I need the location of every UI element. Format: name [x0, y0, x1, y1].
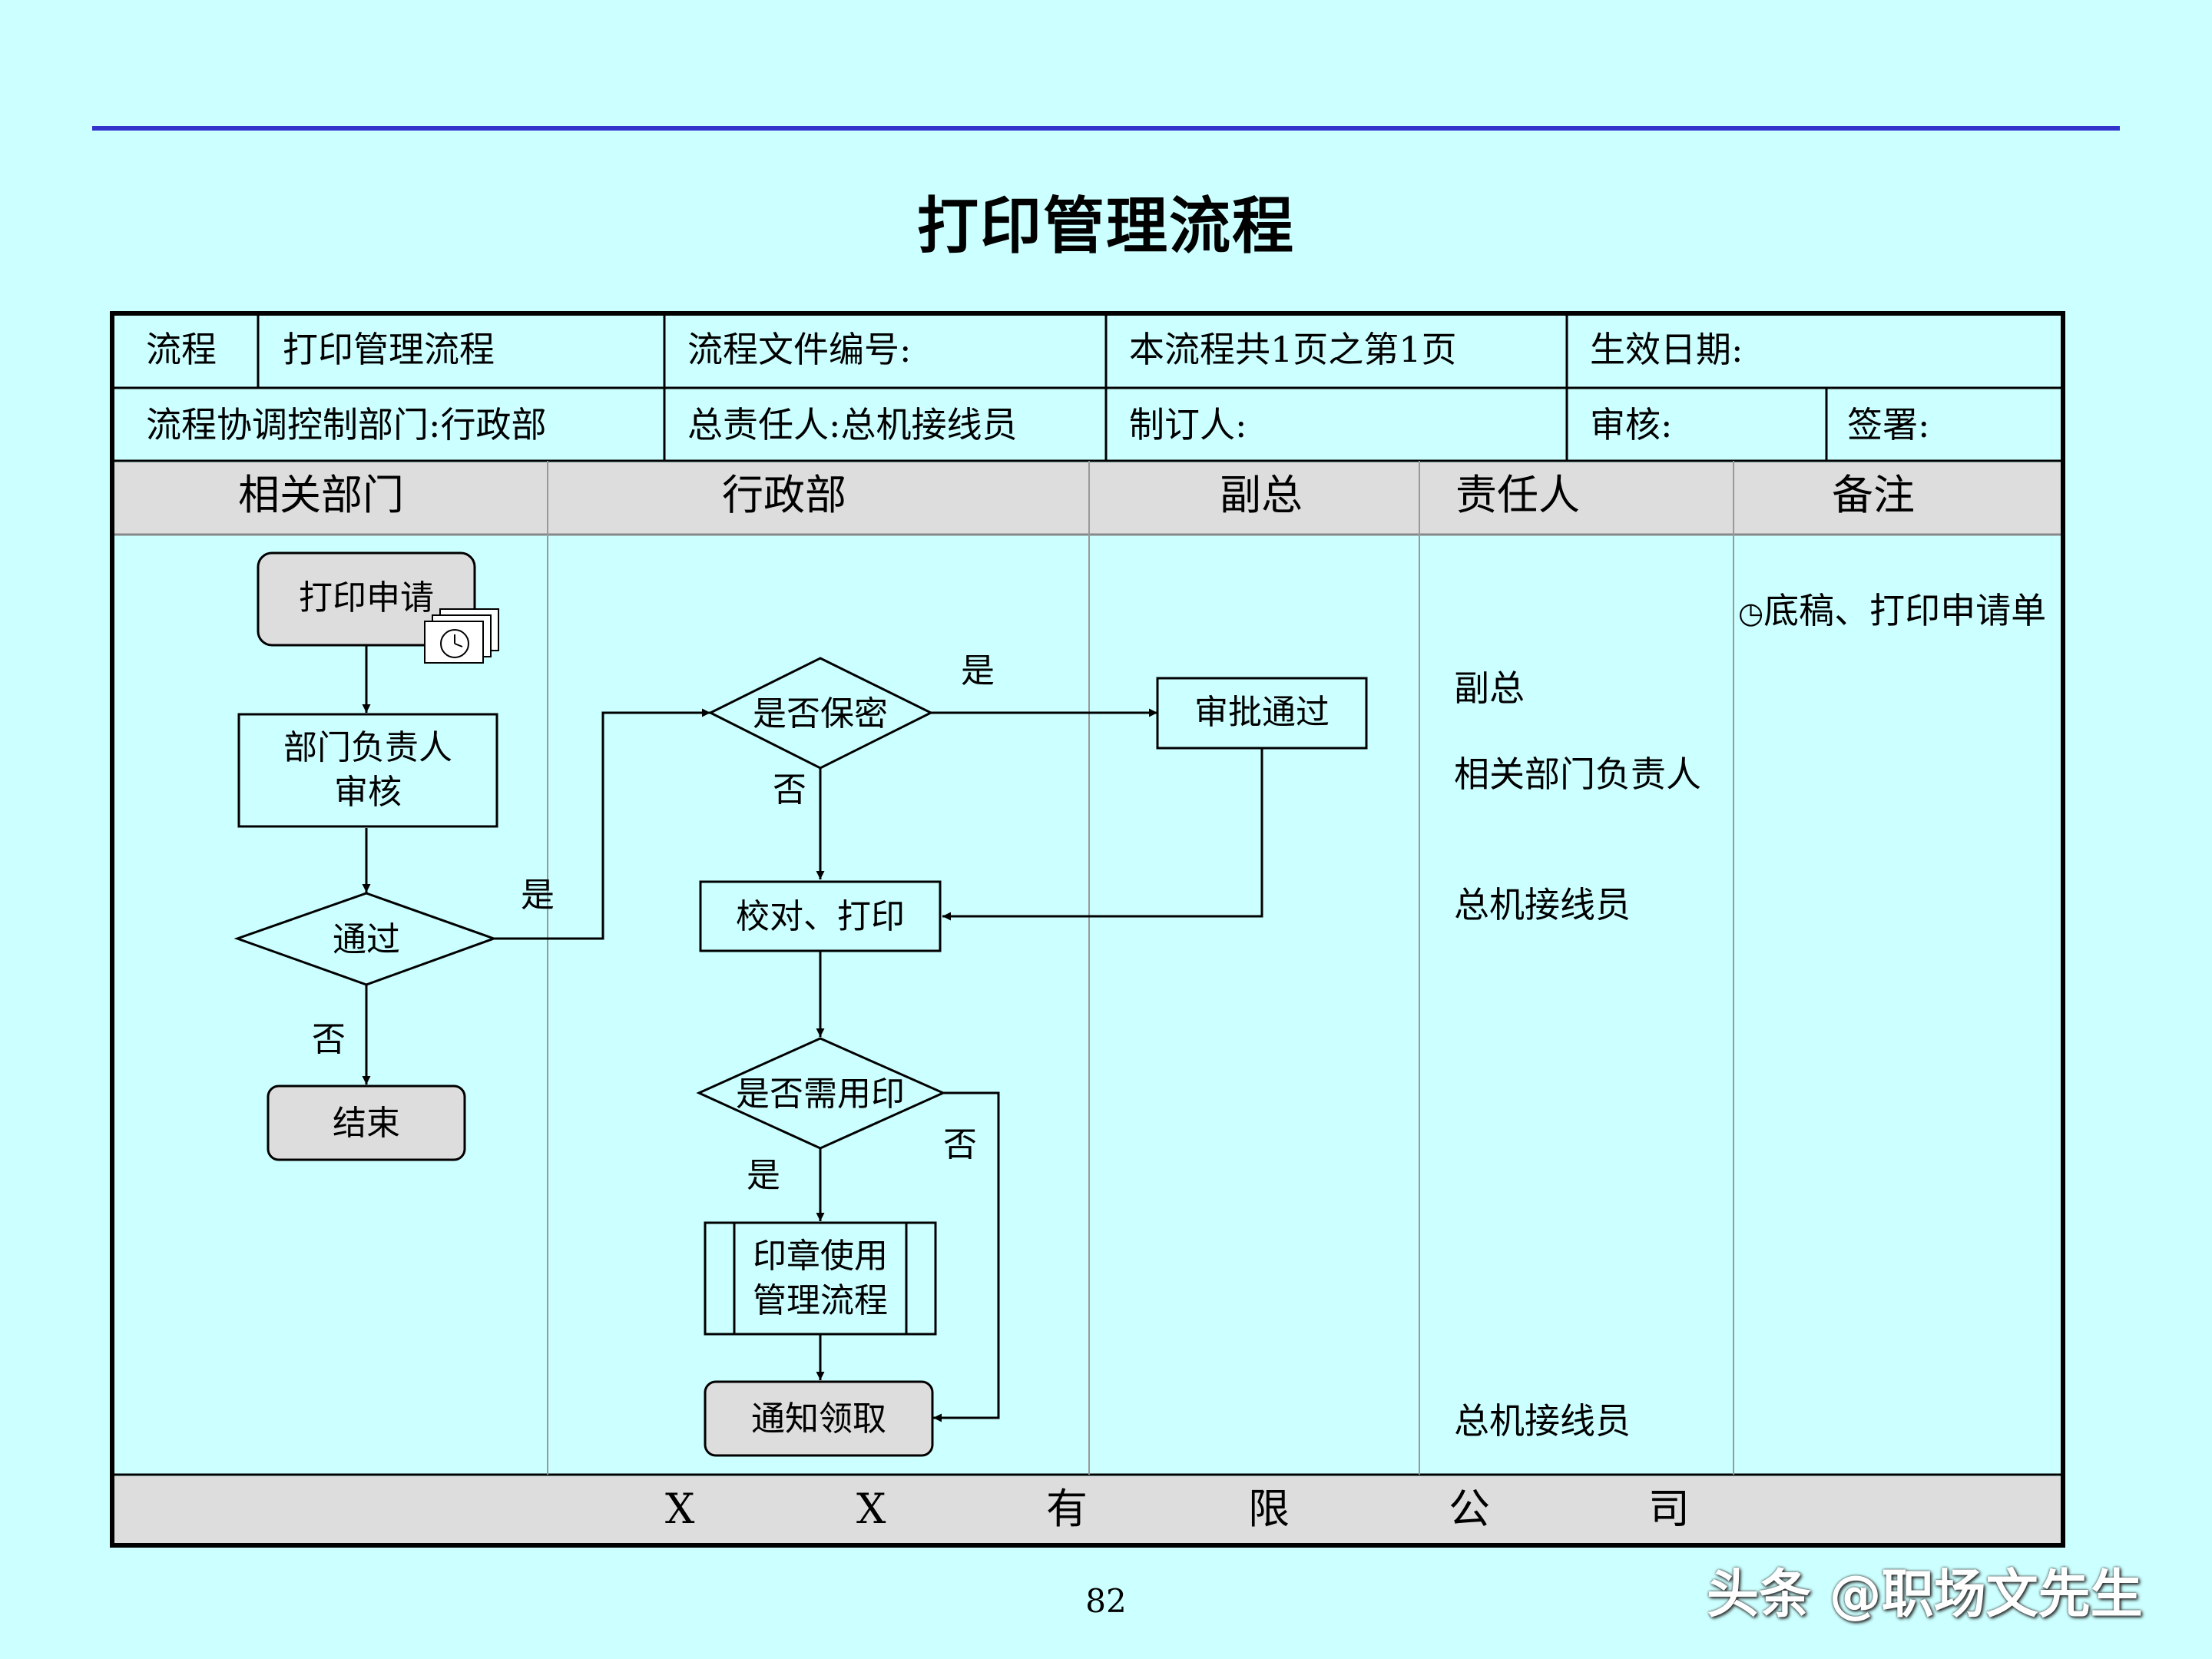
header-owner: 总责任人:总机接线员	[687, 404, 1018, 445]
header-flow-name: 打印管理流程	[283, 329, 495, 370]
footer-char-3: 有	[1046, 1485, 1088, 1533]
edge-label-seal-yes: 是	[747, 1156, 780, 1195]
lane-title-vp: 副总	[1220, 471, 1303, 519]
footer-char-2: X	[856, 1485, 886, 1533]
node-dept-review-line2: 审核	[334, 773, 402, 812]
footer-char-5: 公	[1449, 1485, 1490, 1533]
node-proof-print: 校对、打印	[699, 880, 942, 952]
footer-char-1: X	[665, 1485, 695, 1533]
header-pages: 本流程共1页之第1页	[1129, 329, 1457, 370]
header-effective-date: 生效日期:	[1590, 329, 1743, 370]
top-rule	[92, 126, 2120, 131]
edge-label-confidential-yes: 是	[961, 651, 995, 690]
node-confidential-label: 是否保密	[753, 694, 888, 733]
watermark: 头条 @职场文先生	[1707, 1565, 2143, 1625]
node-print-request-label: 打印申请	[299, 578, 434, 618]
responsible-operator-1: 总机接线员	[1454, 884, 1631, 926]
responsible-vp: 副总	[1454, 667, 1525, 709]
edge-label-seal-no: 否	[943, 1125, 977, 1164]
node-passed-label: 通过	[333, 920, 400, 959]
node-notify-pickup-label: 通知领取	[751, 1399, 886, 1439]
lane-title-responsible: 责任人	[1455, 471, 1580, 519]
node-end: 结束	[267, 1084, 466, 1161]
header-reviewer: 审核:	[1590, 404, 1673, 445]
edge-pass-to-confidential	[494, 708, 710, 940]
node-dept-review-line1: 部门负责人	[283, 728, 452, 767]
header-signer: 签署:	[1847, 404, 1930, 445]
header-author: 制订人:	[1129, 404, 1247, 445]
lane-header-bar	[114, 462, 2061, 535]
edge-label-confidential-no: 否	[773, 770, 806, 810]
footer-char-4: 限	[1248, 1485, 1290, 1533]
header-coord-dept: 流程协调控制部门:行政部	[146, 404, 547, 445]
node-notify-pickup: 通知领取	[704, 1380, 934, 1457]
footer-bar	[114, 1476, 2061, 1543]
node-end-label: 结束	[333, 1104, 400, 1143]
node-confidential-decision: 是否保密	[707, 657, 934, 770]
edge-label-pass-no: 否	[312, 1020, 346, 1059]
footer-char-6: 司	[1648, 1485, 1690, 1533]
node-need-seal-label: 是否需用印	[736, 1075, 905, 1114]
node-seal-procedure: 印章使用 管理流程	[704, 1221, 937, 1336]
node-dept-review: 部门负责人 审核	[237, 713, 498, 828]
document-clock-icon	[424, 608, 499, 664]
node-need-seal-decision: 是否需用印	[696, 1037, 946, 1150]
edge-seal-no-to-notify	[933, 1091, 1000, 1422]
node-proof-print-label: 校对、打印	[736, 897, 905, 936]
lane-title-admin: 行政部	[722, 471, 846, 519]
lane-title-notes: 备注	[1832, 471, 1915, 519]
flow-table-frame	[110, 311, 2065, 1548]
node-seal-procedure-line1: 印章使用	[753, 1237, 888, 1276]
edge-approved-to-print	[942, 748, 1263, 921]
page-number: 82	[1085, 1582, 1127, 1620]
clock-icon: ◷	[1738, 596, 1764, 630]
responsible-dept-head: 相关部门负责人	[1454, 753, 1701, 795]
page-title: 打印管理流程	[917, 190, 1295, 262]
edge-label-pass-yes: 是	[521, 876, 555, 915]
header-doc-no: 流程文件编号:	[687, 329, 912, 370]
flow-connectors	[362, 645, 1263, 1422]
lane-title-related-dept: 相关部门	[238, 471, 404, 519]
note-draft: ◷底稿、打印申请单	[1738, 593, 2046, 628]
node-print-request: 打印申请	[257, 551, 499, 664]
table-grid	[114, 316, 2061, 1476]
node-approved-label: 审批通过	[1194, 693, 1330, 732]
header-flow-label: 流程	[146, 329, 217, 370]
node-approved: 审批通过	[1156, 677, 1368, 750]
responsible-operator-2: 总机接线员	[1454, 1400, 1631, 1442]
node-passed-decision: 通过	[233, 892, 498, 986]
note-draft-text: 底稿、打印申请单	[1763, 590, 2047, 631]
node-seal-procedure-line2: 管理流程	[753, 1281, 888, 1320]
